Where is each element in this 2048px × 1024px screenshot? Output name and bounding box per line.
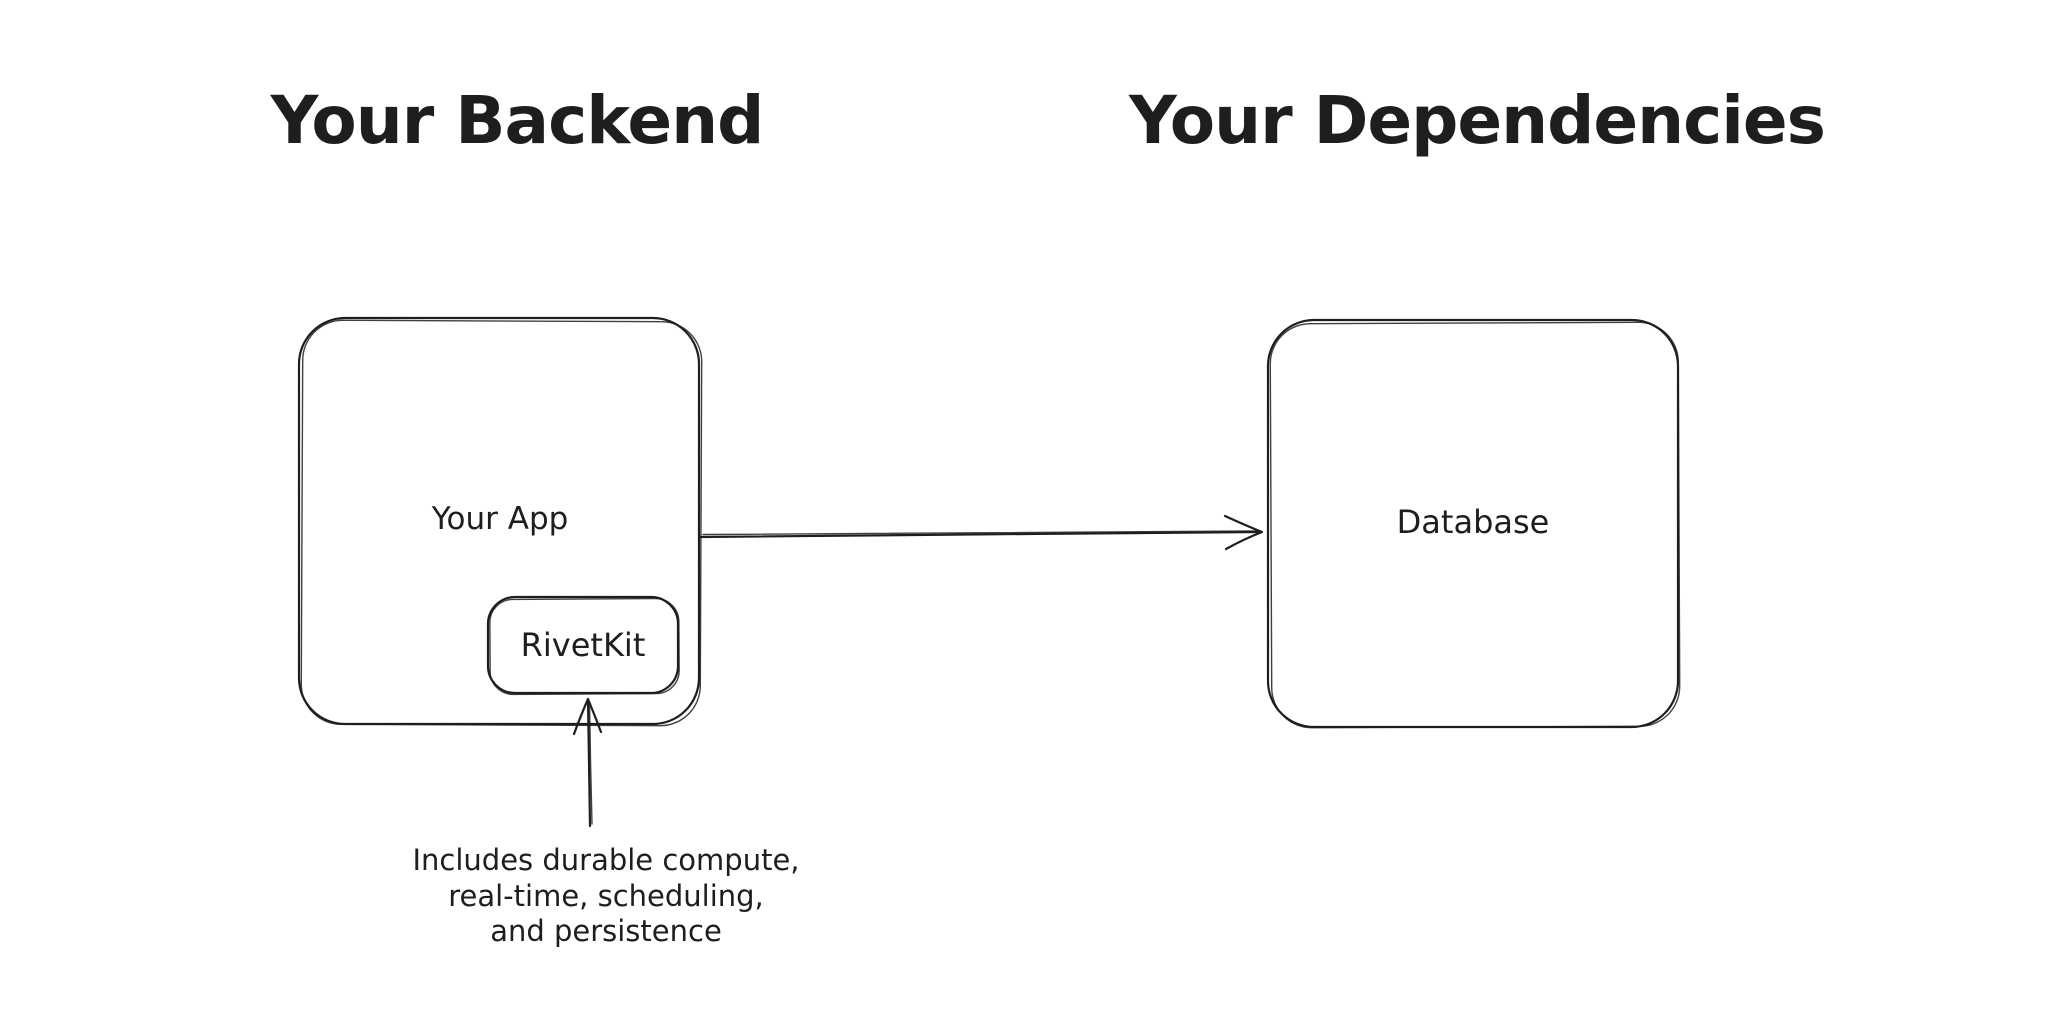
annotation-line-2: real-time, scheduling, <box>448 879 764 913</box>
your-app-label: Your App <box>431 501 569 537</box>
rivetkit-box <box>486 595 680 696</box>
your-app-box <box>297 316 703 727</box>
left-column-title: Your Backend <box>270 82 764 159</box>
annotation-line-1: Includes durable compute, <box>412 843 799 877</box>
annotation-line-3: and persistence <box>490 914 722 948</box>
arrow-app-to-database <box>698 514 1264 551</box>
arrow-annotation-to-rivetkit <box>572 697 603 828</box>
database-label: Database <box>1397 503 1550 541</box>
annotation-text: Includes durable compute, real-time, sch… <box>412 843 799 948</box>
database-box <box>1266 318 1681 729</box>
arrowhead-right-icon <box>1223 514 1264 551</box>
rivetkit-label: RivetKit <box>521 626 646 664</box>
right-column-title: Your Dependencies <box>1128 82 1825 159</box>
arrowhead-up-icon <box>572 697 603 736</box>
